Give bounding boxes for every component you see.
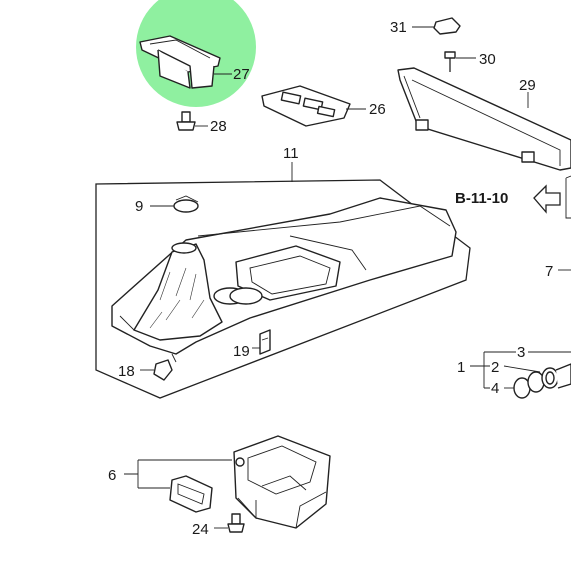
callout-6[interactable]: 6 [108, 467, 116, 484]
callout-11[interactable]: 11 [283, 145, 299, 162]
callout-4[interactable]: 4 [491, 380, 499, 397]
reference-bracket [565, 175, 571, 219]
callout-9[interactable]: 9 [135, 198, 143, 215]
part-6-bezel[interactable] [169, 475, 213, 513]
callout-7[interactable]: 7 [545, 263, 553, 280]
part-9-clip[interactable] [173, 195, 199, 213]
callout-28[interactable]: 28 [210, 118, 227, 135]
reference-arrow-icon [533, 184, 561, 214]
callout-30[interactable]: 30 [479, 51, 496, 68]
reference-label[interactable]: B-11-10 [455, 190, 508, 207]
part-19-clip[interactable] [259, 329, 271, 355]
part-29-panel[interactable] [397, 67, 571, 171]
part-28-screw[interactable] [176, 111, 196, 131]
callout-27[interactable]: 27 [233, 66, 250, 83]
part-18-clip[interactable] [153, 359, 173, 381]
callout-2[interactable]: 2 [491, 359, 499, 376]
bracket-1 [470, 351, 516, 389]
callout-29[interactable]: 29 [519, 77, 536, 94]
leader-2 [503, 365, 541, 373]
part-11-console[interactable] [111, 197, 457, 363]
callout-26[interactable]: 26 [369, 101, 386, 118]
callout-24[interactable]: 24 [192, 521, 209, 538]
part-26-panel[interactable] [261, 85, 351, 127]
part-27-tray[interactable] [139, 35, 221, 89]
part-11-outline [95, 179, 471, 399]
part-30-screw[interactable] [444, 51, 456, 72]
callout-18[interactable]: 18 [118, 363, 135, 380]
part-6-cupholder[interactable] [233, 435, 331, 529]
part-31-cap[interactable] [433, 17, 461, 35]
callout-1[interactable]: 1 [457, 359, 465, 376]
bracket-6 [124, 459, 232, 489]
part-1-lighter[interactable] [513, 363, 571, 399]
callout-31[interactable]: 31 [390, 19, 407, 36]
callout-19[interactable]: 19 [233, 343, 250, 360]
part-24-screw[interactable] [227, 513, 245, 533]
callout-3[interactable]: 3 [517, 344, 525, 361]
